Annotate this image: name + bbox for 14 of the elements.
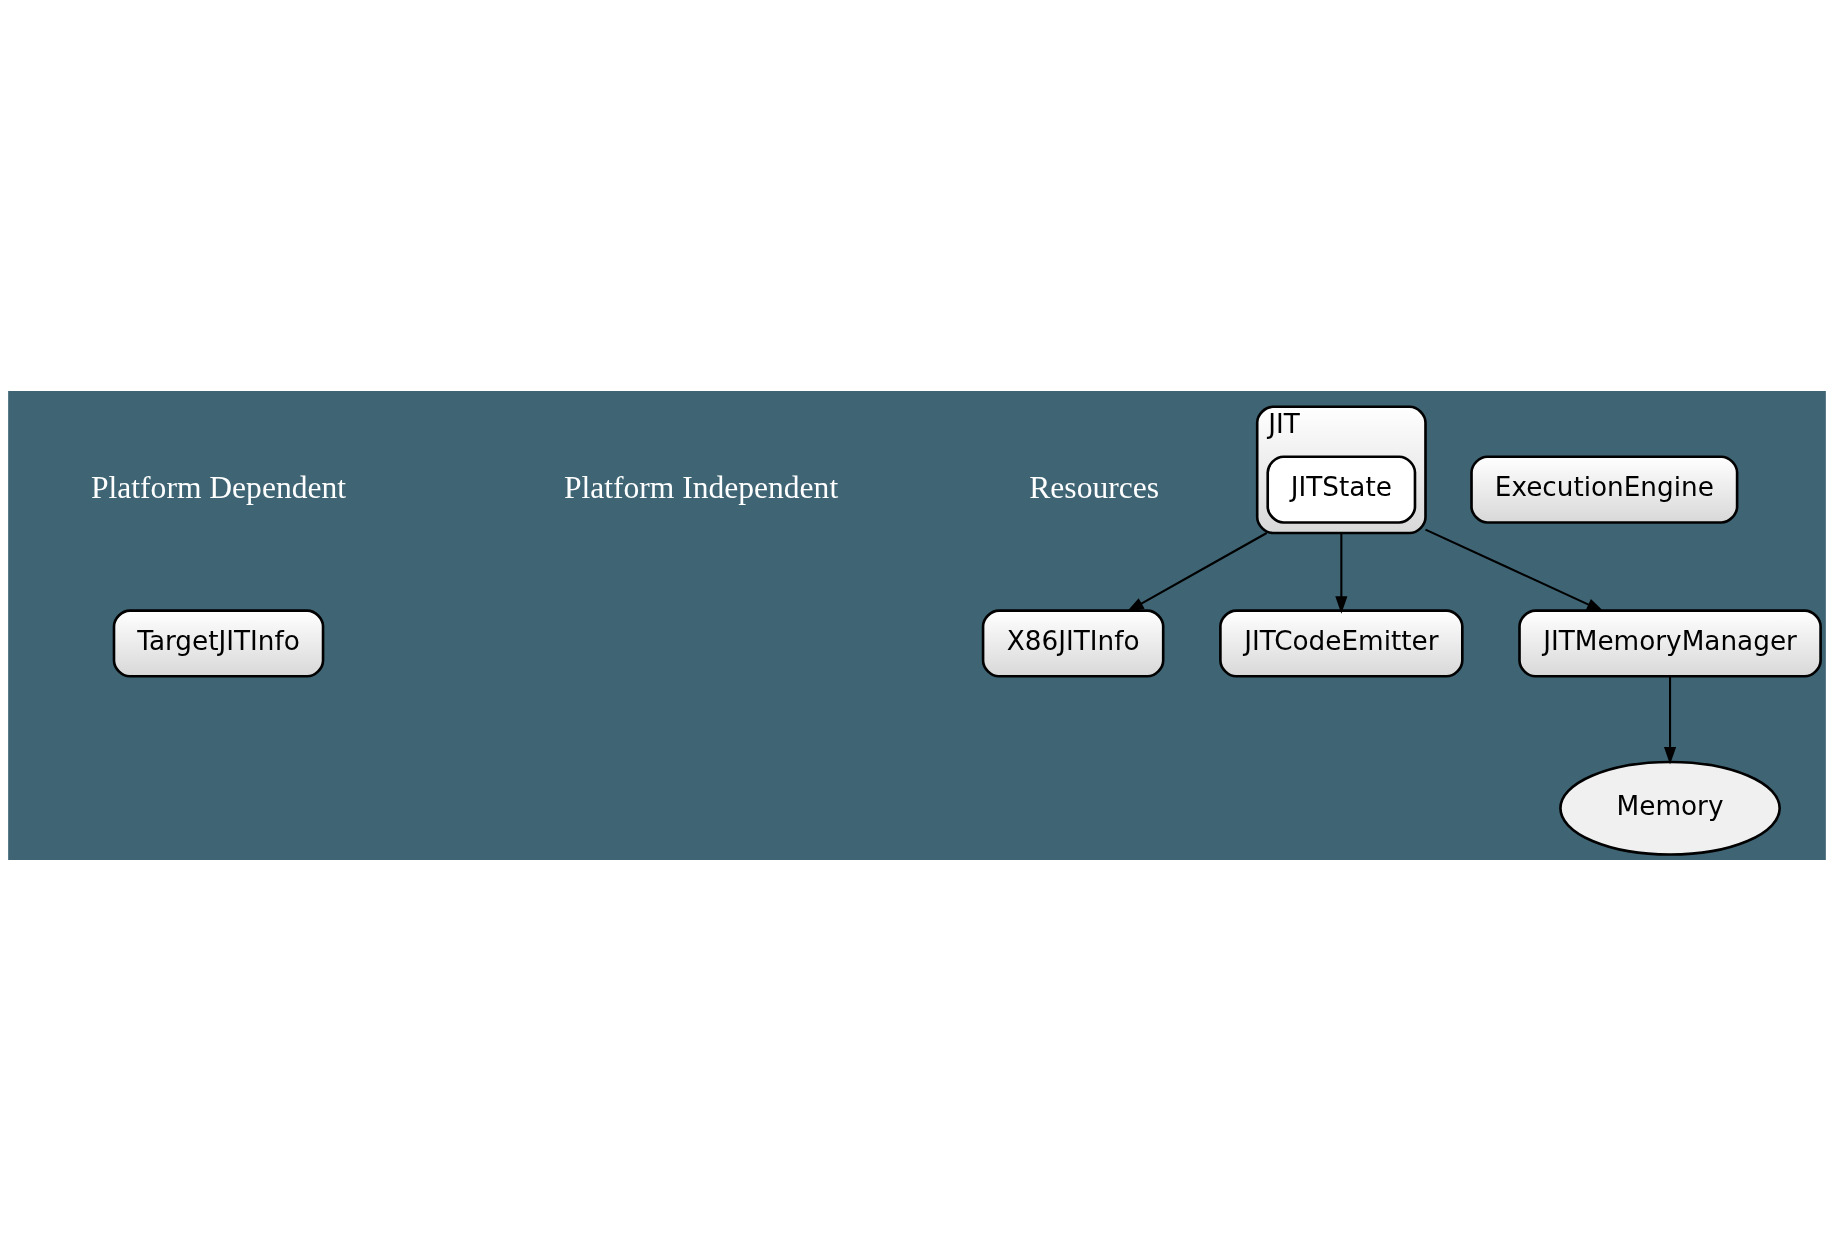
label: Platform Independent [563,469,839,505]
arrow [1126,532,1268,613]
node-box: ExecutionEngine [1470,455,1739,524]
label: Platform Dependent [91,469,346,505]
node-ellipse: Memory [1559,760,1781,856]
node-box: X86JITInfo [981,609,1165,678]
arrow [1663,676,1677,765]
node-box: JITCodeEmitter [1219,609,1464,678]
arrow [1335,533,1348,614]
node-box: JITMemoryManager [1518,609,1822,678]
node-box: JITState [1266,455,1417,524]
node-box: TargetJITInfo [112,609,325,678]
arrow [1425,528,1605,612]
label: Resources [1029,469,1159,505]
